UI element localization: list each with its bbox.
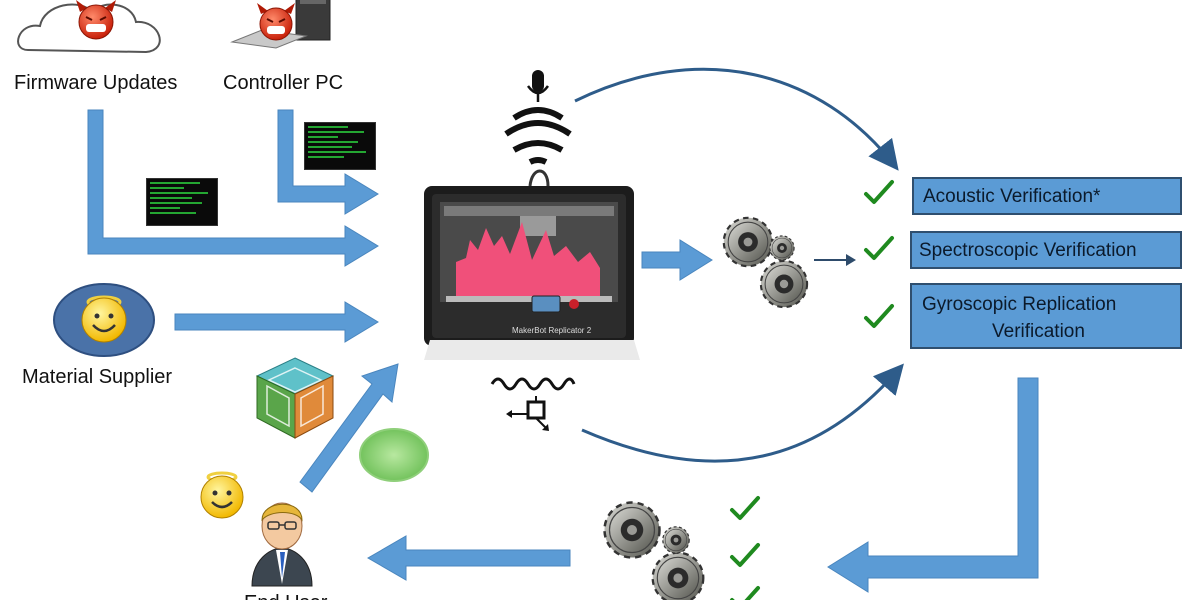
checkmark-icon [730,586,760,600]
angel-smiley-icon [53,283,155,357]
spectroscopic-verification-label: Spectroscopic Verification [919,240,1137,261]
acoustic-verification-box: Acoustic Verification* [912,177,1182,215]
checkmark-icon [864,304,894,328]
gears-icon [603,501,705,600]
checkmark-icon [864,236,894,260]
user-design-arrow [299,363,399,493]
devil-smiley-icon [257,3,295,41]
verification-down-arrow [827,377,1039,593]
gyroscope-icon [490,377,576,431]
printer-brand-text: MakerBot Replicator 2 [512,326,592,335]
user-businessman-icon [251,502,313,587]
terminal-code-icon [146,178,218,226]
3d-printer-icon [424,169,640,360]
checkmark-icon [730,496,760,520]
material-disc-icon [359,428,429,482]
microphone-icon [526,70,550,102]
gears-to-verification-arrow [814,254,856,266]
gears-icon [722,216,809,309]
material-supplier-label: Material Supplier [22,366,173,388]
printer-output-arrow [641,239,713,281]
gyroscopic-verification-box: Gyroscopic Replication Verification [910,283,1182,349]
return-to-user-arrow [367,535,571,581]
spectroscopic-verification-box: Spectroscopic Verification [910,231,1182,269]
angel-smiley-icon [200,471,244,519]
acoustic-verification-label: Acoustic Verification* [923,186,1101,207]
gyroscopic-signal-curve [581,363,904,463]
sound-waves-icon [504,107,572,165]
firmware-arrow [87,109,379,267]
controller-arrow [277,109,379,215]
end-user-label: End User [244,592,327,600]
checkmark-icon [730,543,760,567]
firmware-updates-label: Firmware Updates [14,72,178,94]
gyroscopic-verification-label-line1: Gyroscopic Replication [922,294,1117,315]
acoustic-signal-curve [574,67,899,171]
terminal-code-icon [304,122,376,170]
material-arrow [174,301,379,343]
checkmark-icon [864,180,894,204]
controller-pc-label: Controller PC [223,72,344,94]
design-cube-icon [255,357,335,439]
gyroscopic-verification-label-line2: Verification [992,321,1085,342]
devil-smiley-icon [76,0,116,40]
